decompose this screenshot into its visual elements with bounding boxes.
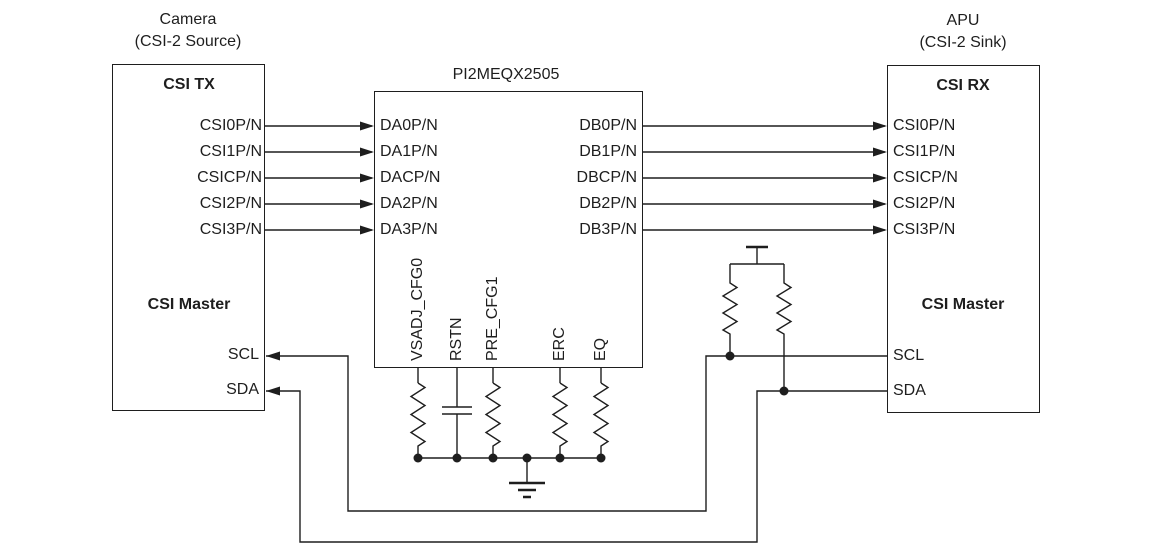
arrow-right-icon <box>360 121 374 131</box>
retimer-pin-db2: DB2P/N <box>579 195 637 212</box>
camera-pin-csi1: CSI1P/N <box>199 143 262 160</box>
resistor-pre-cfg1 <box>484 382 502 458</box>
resistor-eq <box>592 382 610 458</box>
apu-title-line1: APU <box>946 12 980 29</box>
capacitor-rstn <box>442 406 472 458</box>
apu-header: CSI RX <box>936 77 990 94</box>
resistor-erc <box>551 382 569 458</box>
apu-pin-scl: SCL <box>893 347 925 364</box>
apu-pin-csic: CSICP/N <box>893 169 958 186</box>
camera-box <box>112 64 265 411</box>
apu-title-line2: (CSI-2 Sink) <box>919 34 1007 51</box>
retimer-pin-da3: DA3P/N <box>380 221 438 238</box>
camera-pin-csi0: CSI0P/N <box>199 117 262 134</box>
ground-icon <box>509 481 545 499</box>
apu-pin-csi1: CSI1P/N <box>893 143 956 160</box>
retimer-pin-rstn: RSTN <box>448 317 465 361</box>
apu-pin-csi3: CSI3P/N <box>893 221 956 238</box>
retimer-pin-eq: EQ <box>592 337 609 361</box>
camera-title-line2: (CSI-2 Source) <box>134 33 242 50</box>
csi-lane-wire-left <box>265 125 372 231</box>
junction-dot <box>779 386 789 396</box>
camera-pin-sda: SDA <box>226 381 259 398</box>
junction-dot <box>522 453 532 463</box>
junction-dot <box>413 453 423 463</box>
arrow-right-icon <box>873 173 887 183</box>
retimer-pin-db3: DB3P/N <box>579 221 637 238</box>
retimer-pin-da0: DA0P/N <box>380 117 438 134</box>
camera-pin-csi2: CSI2P/N <box>199 195 262 212</box>
apu-pin-csi0: CSI0P/N <box>893 117 956 134</box>
camera-pin-csi3: CSI3P/N <box>199 221 262 238</box>
apu-pin-csi2: CSI2P/N <box>893 195 956 212</box>
camera-role-label: CSI Master <box>147 296 231 313</box>
junction-dot <box>555 453 565 463</box>
camera-header: CSI TX <box>163 76 215 93</box>
retimer-pin-db1: DB1P/N <box>579 143 637 160</box>
camera-pin-csic: CSICP/N <box>197 169 262 186</box>
arrow-right-icon <box>360 199 374 209</box>
apu-pin-sda: SDA <box>893 382 926 399</box>
supply-rail-stem <box>730 248 784 265</box>
retimer-pin-db0: DB0P/N <box>579 117 637 134</box>
arrow-right-icon <box>360 147 374 157</box>
arrow-right-icon <box>360 173 374 183</box>
bottom-pin-stubs <box>417 368 602 407</box>
csi-lane-wire-right <box>643 125 885 231</box>
retimer-pin-pre-cfg1: PRE_CFG1 <box>484 276 501 361</box>
pullup-resistor-sda <box>775 264 793 392</box>
sda-net-wire <box>266 390 887 543</box>
ground-bus-wire <box>418 457 601 482</box>
resistor-vsadj-cfg0 <box>409 382 427 458</box>
arrow-right-icon <box>873 199 887 209</box>
retimer-pin-da2: DA2P/N <box>380 195 438 212</box>
apu-box <box>887 65 1040 413</box>
retimer-pin-da1: DA1P/N <box>380 143 438 160</box>
junction-dot <box>596 453 606 463</box>
arrow-right-icon <box>873 121 887 131</box>
retimer-title: PI2MEQX2505 <box>452 66 560 83</box>
retimer-pin-dac: DACP/N <box>380 169 441 186</box>
retimer-pin-dbc: DBCP/N <box>576 169 637 186</box>
retimer-box <box>374 91 643 368</box>
junction-dot <box>488 453 498 463</box>
junction-dot <box>725 351 735 361</box>
retimer-pin-vsadj-cfg0: VSADJ_CFG0 <box>409 257 426 361</box>
camera-pin-scl: SCL <box>227 346 259 363</box>
arrow-right-icon <box>873 147 887 157</box>
arrow-right-icon <box>360 225 374 235</box>
arrow-right-icon <box>873 225 887 235</box>
scl-net-wire <box>266 355 887 512</box>
junction-dot <box>452 453 462 463</box>
arrow-left-icon <box>266 386 280 396</box>
arrow-left-icon <box>266 351 280 361</box>
pullup-resistor-scl <box>721 264 739 356</box>
camera-title-line1: Camera <box>159 11 217 28</box>
apu-role-label: CSI Master <box>921 296 1005 313</box>
retimer-pin-erc: ERC <box>551 327 568 361</box>
